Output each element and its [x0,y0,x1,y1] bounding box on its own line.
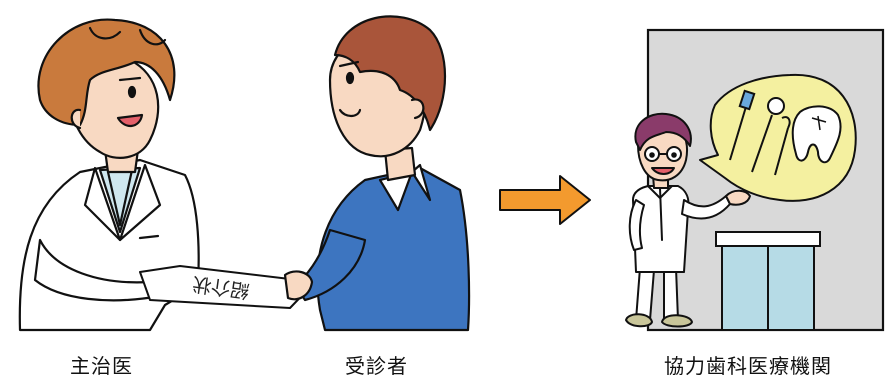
clinic-counter [715,231,821,331]
dental-probe-icon [774,116,791,176]
referral-letter: 紹介状 [139,265,316,309]
tooth-icon [791,105,842,164]
arrow-icon [499,175,591,225]
dental-mirror-icon [751,97,785,173]
caption-dental-clinic: 協力歯科医療機関 [664,354,832,378]
patient-figure [283,15,471,332]
dental-clinic-scene [625,28,885,332]
toothbrush-icon [729,89,756,161]
caption-doctor: 主治医 [70,354,133,378]
caption-patient: 受診者 [345,354,408,378]
dentist-figure [625,112,751,328]
thought-bubble [699,73,857,202]
doctor-figure [18,18,200,332]
